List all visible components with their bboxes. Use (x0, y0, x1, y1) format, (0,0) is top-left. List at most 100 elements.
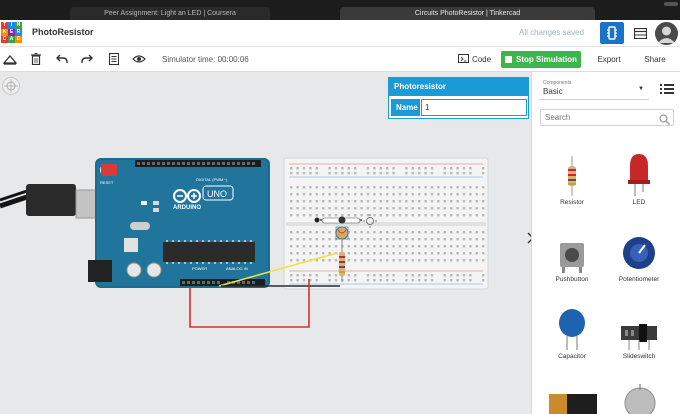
arduino-uno-board[interactable]: RESET DIGITAL (PWM~) ARDUINO UNO (88, 158, 270, 288)
browser-tab-coursera[interactable]: Peer Assignment: Light an LED | Coursera (70, 7, 270, 20)
breadboard-hole (411, 279, 414, 282)
breadboard-hole (334, 193, 338, 196)
breadboard-hole (309, 193, 312, 196)
undo-button[interactable] (55, 52, 69, 66)
browser-tab-tinkercad[interactable]: Circuits PhotoResistor | Tinkercad (340, 7, 595, 20)
export-button[interactable]: Export (597, 55, 621, 64)
photoresistor[interactable] (335, 226, 349, 240)
search-icon[interactable] (659, 112, 670, 130)
breadboard-hole (328, 238, 331, 241)
breadboard-hole (328, 193, 331, 196)
breadboard-hole (354, 193, 357, 196)
breadboard-hole (443, 252, 446, 255)
breadboard-hole (450, 274, 453, 277)
breadboard-hole (386, 186, 389, 189)
breadboard[interactable] (283, 157, 489, 290)
breadboard-hole (424, 214, 427, 217)
component-led[interactable]: LED (604, 152, 674, 206)
resistor[interactable] (339, 240, 345, 282)
component-slideswitch[interactable]: Slideswitch (604, 306, 674, 360)
breadboard-hole (315, 245, 318, 248)
component-potentiometer[interactable]: Potentiometer (604, 229, 674, 283)
redo-button[interactable] (80, 52, 94, 66)
delete-button[interactable] (29, 52, 43, 66)
component-capacitor[interactable]: Capacitor (537, 306, 607, 360)
breadboard-hole (315, 200, 318, 203)
breadboard-hole (386, 172, 389, 175)
breadboard-hole (411, 274, 414, 277)
breadboard-hole (290, 274, 293, 277)
light-slider[interactable] (314, 214, 378, 228)
breadboard-hole (334, 172, 338, 175)
breadboard-hole (373, 245, 376, 248)
breadboard-hole (309, 274, 312, 277)
breadboard-hole (290, 172, 293, 175)
breadboard-hole (456, 238, 459, 241)
share-button[interactable]: Share (644, 55, 666, 64)
breadboard-hole (456, 214, 459, 217)
breadboard-hole (290, 259, 293, 262)
breadboard-hole (405, 252, 408, 255)
breadboard-hole (405, 214, 408, 217)
breadboard-hole (354, 252, 357, 255)
chevron-down-icon[interactable]: ▼ (638, 86, 644, 92)
circuit-drawing[interactable]: RESET DIGITAL (PWM~) ARDUINO UNO (0, 72, 531, 414)
circuit-view-button[interactable] (600, 22, 624, 44)
design-title[interactable]: PhotoResistor (32, 27, 94, 37)
breadboard-hole (430, 231, 434, 234)
code-button[interactable]: Code (452, 51, 497, 68)
rotate-button[interactable] (3, 52, 17, 66)
breadboard-hole (328, 231, 331, 234)
stop-simulation-label: Stop Simulation (516, 55, 577, 64)
reset-button[interactable] (101, 164, 117, 176)
breadboard-hole (411, 186, 414, 189)
red-wire[interactable] (189, 279, 310, 328)
breadboard-hole (302, 186, 306, 189)
breadboard-hole (443, 167, 446, 170)
breadboard-holes (290, 167, 485, 282)
breadboard-hole (430, 167, 434, 170)
breadboard-hole (462, 231, 466, 234)
notes-button[interactable] (107, 52, 121, 66)
breadboard-hole (392, 214, 395, 217)
breadboard-hole (424, 193, 427, 196)
breadboard-hole (366, 245, 370, 248)
breadboard-hole (328, 172, 331, 175)
name-input[interactable] (421, 99, 527, 116)
breadboard-hole (424, 200, 427, 203)
breadboard-hole (360, 214, 363, 217)
fit-view-button[interactable] (2, 77, 20, 95)
breadboard-hole (392, 238, 395, 241)
yellow-wire[interactable] (218, 252, 338, 287)
breadboard-hole (462, 274, 466, 277)
tinkercad-logo[interactable]: T I N K E R C A D (1, 22, 22, 44)
breadboard-hole (418, 172, 421, 175)
component-resistor[interactable]: Resistor (537, 152, 607, 206)
component-coin-cell[interactable] (623, 384, 657, 414)
circuit-canvas[interactable]: RESET DIGITAL (PWM~) ARDUINO UNO (0, 72, 531, 414)
breadboard-hole (366, 252, 370, 255)
schematic-view-button[interactable] (628, 22, 652, 44)
breadboard-hole (430, 186, 434, 189)
breadboard-hole (482, 259, 485, 262)
user-avatar[interactable] (655, 22, 678, 45)
breadboard-hole (437, 193, 440, 196)
breadboard-hole (475, 245, 478, 248)
breadboard-hole (456, 231, 459, 234)
breadboard-hole (347, 167, 350, 170)
component-battery[interactable] (547, 390, 599, 414)
breadboard-hole (398, 252, 402, 255)
breadboard-hole (392, 245, 395, 248)
category-select[interactable]: Basic (543, 87, 563, 96)
breadboard-hole (469, 200, 472, 203)
component-search-input[interactable] (540, 109, 674, 126)
breadboard-hole (405, 193, 408, 196)
visibility-button[interactable] (132, 52, 146, 66)
breadboard-hole (290, 193, 293, 196)
component-pushbutton[interactable]: Pushbutton (537, 229, 607, 283)
logo-letter: I (8, 22, 15, 29)
list-view-button[interactable] (660, 82, 674, 96)
window-control[interactable] (664, 2, 678, 6)
breadboard-hole (462, 207, 466, 210)
stop-simulation-button[interactable]: Stop Simulation (501, 51, 581, 68)
